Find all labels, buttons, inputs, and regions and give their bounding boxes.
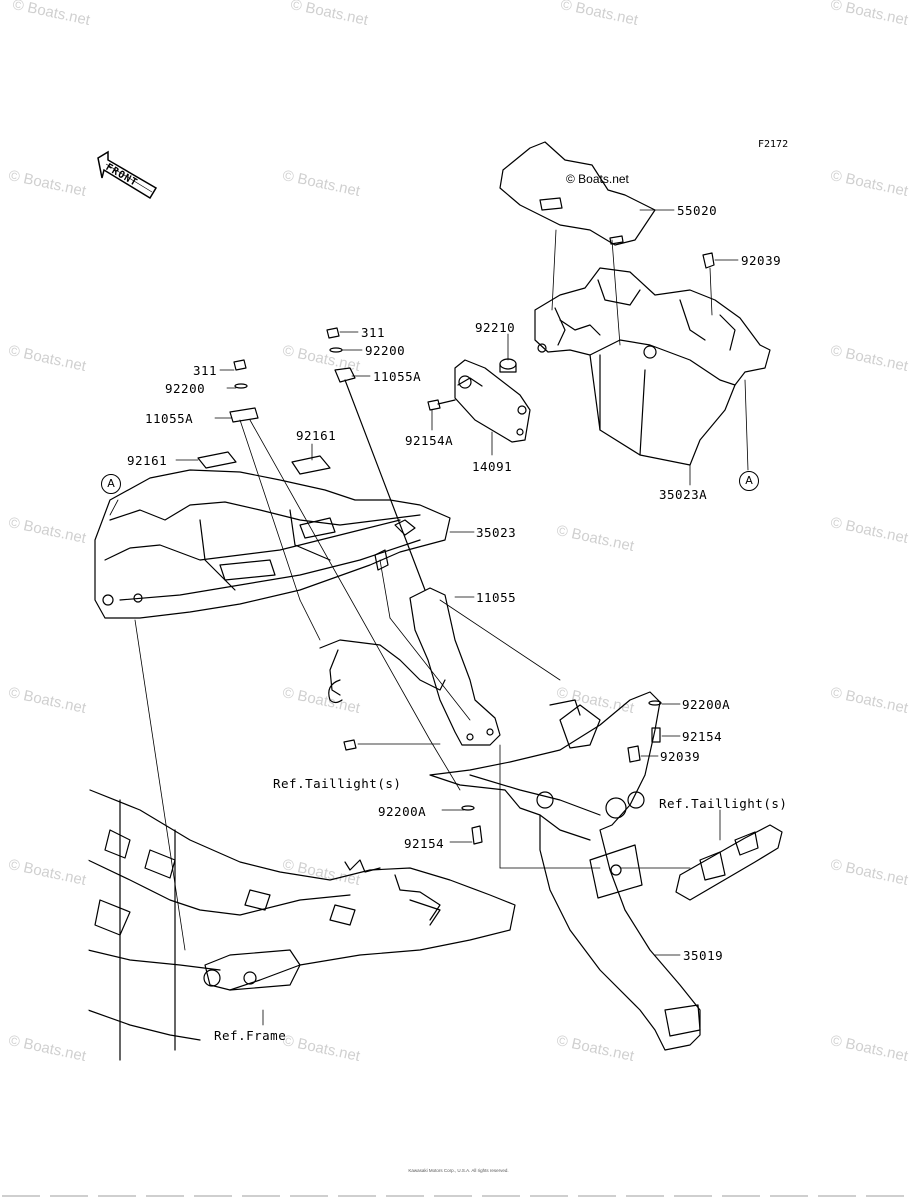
part-frame: [87, 779, 516, 1061]
part-label-92154A: 92154A: [405, 433, 454, 448]
part-label-92154-r: 92154: [682, 729, 723, 744]
footer-dashes: [0, 1192, 917, 1200]
part-label-55020: 55020: [677, 203, 718, 218]
hardware: [229, 252, 715, 845]
part-label-92154-l: 92154: [404, 836, 445, 851]
part-label-35023: 35023: [476, 525, 517, 540]
part-label-92161-l: 92161: [127, 453, 168, 468]
part-label-14091: 14091: [472, 459, 513, 474]
part-92161-stickers: [197, 451, 331, 475]
part-label-92161-r: 92161: [296, 428, 337, 443]
part-14091-cover: [454, 359, 531, 443]
part-taillight-bracket: [675, 824, 783, 901]
part-label-11055A-r: 11055A: [373, 369, 422, 384]
part-label-35023A: 35023A: [659, 487, 708, 502]
leader-lines: [109, 209, 749, 1026]
part-label-92200A-l: 92200A: [378, 804, 427, 819]
part-label-35019: 35019: [683, 948, 724, 963]
center-watermark: © Boats.net: [566, 172, 629, 186]
part-label-11055A-l: 11055A: [145, 411, 194, 426]
callout-a-left: A: [101, 474, 121, 494]
part-label-311-l: 311: [193, 363, 218, 378]
part-11055-bracket: [319, 587, 501, 746]
part-label-311-r: 311: [361, 325, 386, 340]
part-label-ref-taillight-r: Ref.Taillight(s): [659, 796, 788, 811]
part-35023A-box: [534, 267, 771, 466]
callout-a-right: A: [739, 471, 759, 491]
part-label-92210: 92210: [475, 320, 516, 335]
part-35019-fender: [429, 691, 701, 1051]
diagram-code: F2172: [758, 139, 789, 150]
part-92210-collar: [499, 358, 517, 373]
part-label-92200-l: 92200: [165, 381, 206, 396]
part-55020-cover: [499, 141, 656, 246]
part-label-ref-taillight-l: Ref.Taillight(s): [273, 776, 402, 791]
front-arrow-icon: [97, 150, 158, 200]
part-label-92200A-r: 92200A: [682, 697, 731, 712]
copyright-text: Kawasaki Motors Corp., U.S.A. All rights…: [408, 1168, 509, 1173]
part-label-92200-r: 92200: [365, 343, 406, 358]
part-label-92039-low: 92039: [660, 749, 701, 764]
part-35023-fender: [94, 469, 451, 619]
part-label-11055: 11055: [476, 590, 517, 605]
part-label-92039-top: 92039: [741, 253, 782, 268]
part-label-ref-frame: Ref.Frame: [214, 1028, 287, 1043]
